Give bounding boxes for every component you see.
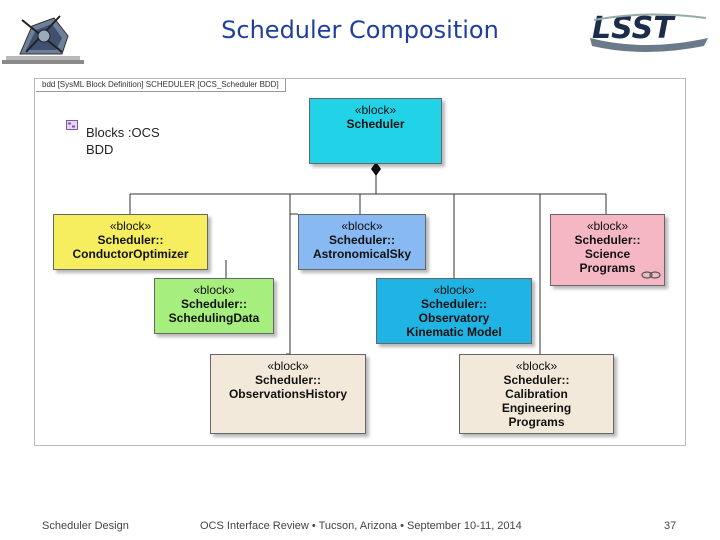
diagram-frame-label: bdd [SysML Block Definition] SCHEDULER […: [36, 79, 286, 92]
block-stereotype: «block»: [586, 219, 629, 233]
block-stereotype: «block»: [193, 283, 235, 297]
block-name-line: Scheduler::: [180, 297, 247, 311]
block-stereotype: «block»: [341, 219, 383, 233]
footer-center: OCS Interface Review • Tucson, Arizona •…: [200, 520, 522, 532]
block-name-line: ConductorOptimizer: [72, 247, 189, 261]
block-name-line: Scheduler::: [97, 233, 164, 247]
block-name-line: Scheduler::: [254, 373, 321, 387]
block-name-line: ObservationsHistory: [228, 387, 348, 401]
lsst-logo: LSST: [590, 11, 708, 52]
block-stereotype: «block»: [109, 219, 152, 233]
block-name-line: Kinematic Model: [406, 325, 502, 339]
block-conductor-optimizer: «block»Scheduler::ConductorOptimizer: [53, 214, 208, 270]
block-name-line: Programs: [508, 415, 565, 429]
block-name-line: Observatory: [418, 311, 490, 325]
block-stereotype: «block»: [515, 359, 558, 373]
block-name-line: Programs: [579, 261, 636, 275]
telescope-logo: [2, 15, 84, 64]
block-name-line: Engineering: [501, 401, 572, 415]
footer-left: Scheduler Design: [42, 520, 129, 532]
block-name-line: Scheduler::: [328, 233, 395, 247]
svg-text:LSST: LSST: [592, 11, 676, 46]
block-name-line: Scheduler::: [420, 297, 487, 311]
slide-title: Scheduler Composition: [221, 16, 499, 44]
block-name-line: SchedulingData: [168, 311, 260, 325]
legend-line: BDD: [86, 142, 114, 157]
composition-diamond: [371, 162, 381, 176]
block-name-line: Scheduler::: [574, 233, 641, 247]
block-name-line: Scheduler: [346, 117, 405, 131]
block-stereotype: «block»: [267, 359, 309, 373]
block-name-line: AstronomicalSky: [312, 247, 412, 261]
block-stereotype: «block»: [433, 283, 475, 297]
chain-icon: [641, 271, 661, 279]
block-astronomical-sky: «block»Scheduler::AstronomicalSky: [298, 214, 426, 270]
block-observations-history: «block»Scheduler::ObservationsHistory: [210, 354, 366, 434]
legend-line: Blocks :OCS: [86, 125, 160, 140]
block-name-line: Scheduler::: [503, 373, 570, 387]
block-stereotype: «block»: [354, 103, 397, 117]
block-scheduling-data: «block»Scheduler::SchedulingData: [154, 278, 274, 334]
block-name-line: Calibration: [505, 387, 568, 401]
block-scheduler: «block»Scheduler: [309, 98, 442, 164]
block-name-line: Science: [584, 247, 631, 261]
page-number: 37: [664, 520, 677, 532]
diagram-legend: Blocks :OCS BDD: [86, 124, 160, 158]
package-icon: [66, 120, 78, 130]
